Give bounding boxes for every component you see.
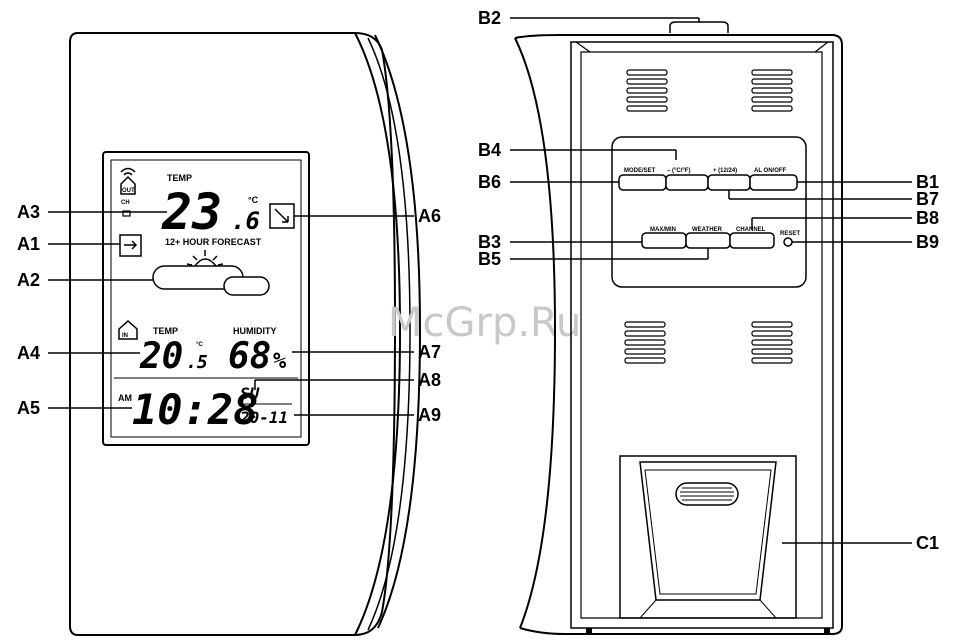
front-unit: OUT CH TEMP 23 .6 °C 12+ HOUR FORECAST (17, 33, 441, 635)
cover-grip (676, 483, 738, 505)
mode-set-label: MODE/SET (624, 168, 656, 174)
alarm-label: AL ON/OFF (754, 168, 787, 174)
max-min-label: MAX/MIN (650, 227, 676, 233)
signal-arrow-icon (124, 241, 136, 249)
top-vents (627, 70, 792, 111)
out-temp-unit: °C (248, 195, 259, 205)
unit-minus-button[interactable] (666, 175, 708, 190)
snooze-light-button (670, 22, 728, 33)
middle-vents (625, 322, 792, 363)
out-temp-decimal: .6 (231, 207, 260, 235)
callout-b9: B9 (916, 232, 939, 252)
weekday: SU (240, 384, 260, 403)
channel-button[interactable] (730, 233, 774, 248)
watermark: McGrp.Ru (388, 300, 581, 346)
in-temp-decimal: .5 (186, 352, 208, 373)
callout-b7: B7 (916, 189, 939, 209)
callout-a1: A1 (17, 234, 40, 254)
back-body-outline (560, 35, 842, 634)
max-min-button[interactable] (642, 233, 686, 248)
out-temp-main: 23 (161, 183, 222, 241)
plus-label: + (12/24) (713, 168, 737, 174)
date: 20-11 (239, 408, 288, 427)
callout-a9: A9 (418, 405, 441, 425)
trend-arrow-icon (275, 209, 288, 222)
callout-b8: B8 (916, 208, 939, 228)
out-label: OUT (122, 188, 135, 194)
callout-b4: B4 (478, 140, 501, 160)
mode-set-button[interactable] (619, 175, 666, 190)
callout-b5: B5 (478, 249, 501, 269)
callout-a6: A6 (418, 206, 441, 226)
plus-button[interactable] (708, 175, 750, 190)
callout-a8: A8 (418, 370, 441, 390)
out-temp-label: TEMP (167, 173, 192, 183)
unit-label: – (°C/°F) (667, 168, 690, 174)
callout-b2: B2 (478, 8, 501, 28)
weather-button[interactable] (686, 233, 730, 248)
reset-label: RESET (780, 231, 800, 237)
ampm-label: AM (118, 393, 132, 403)
weather-label: WEATHER (692, 227, 723, 233)
in-temp-label: TEMP (153, 326, 178, 336)
callout-a2: A2 (17, 270, 40, 290)
in-temp-unit: °C (196, 342, 203, 348)
callout-c1: C1 (916, 533, 939, 553)
forecast-sun-cloud-icon (153, 250, 269, 295)
humidity-label: HUMIDITY (233, 326, 277, 336)
alarm-button[interactable] (750, 175, 797, 190)
callout-a5: A5 (17, 398, 40, 418)
humidity-unit: % (273, 349, 287, 374)
in-temp-main: 20 (139, 336, 183, 377)
reset-button[interactable] (784, 238, 792, 246)
in-label: IN (122, 333, 128, 339)
callout-b6: B6 (478, 172, 501, 192)
forecast-label: 12+ HOUR FORECAST (165, 237, 262, 247)
channel-label-back: CHANNEL (736, 227, 766, 233)
button-panel (612, 137, 806, 287)
cover-grip-lines (680, 488, 734, 500)
channel-label: CH (121, 200, 130, 206)
callout-a4: A4 (17, 343, 40, 363)
callout-a3: A3 (17, 202, 40, 222)
back-inner-frame (571, 42, 833, 628)
humidity-value: 68 (228, 336, 271, 377)
